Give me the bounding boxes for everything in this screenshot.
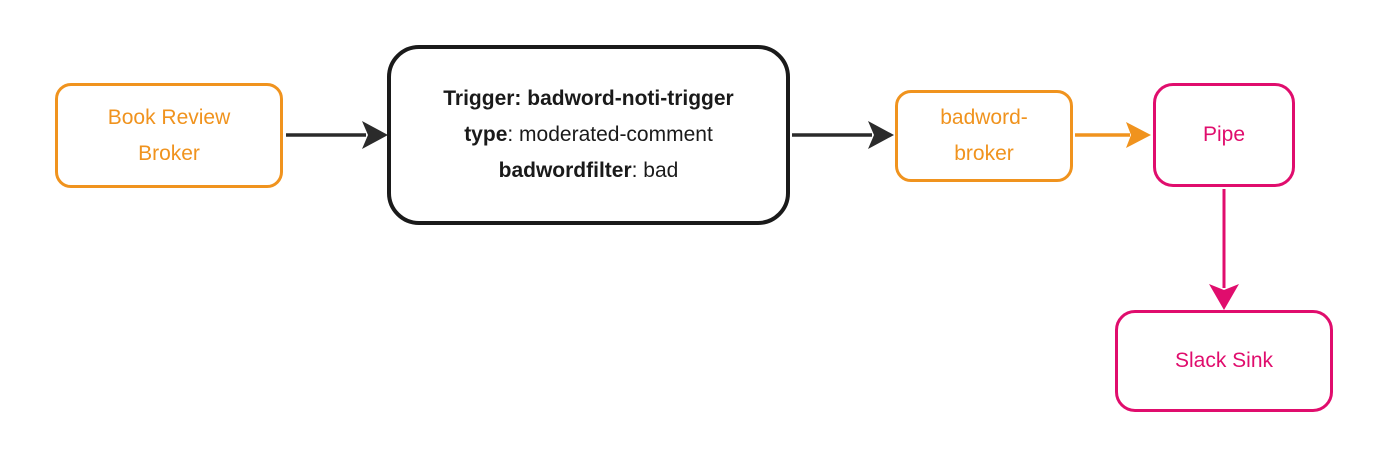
trigger-line-name: Trigger: badword-noti-trigger [443, 81, 733, 117]
trigger-line-type: type: moderated-comment [443, 117, 733, 153]
trigger-type-rest: : moderated-comment [507, 123, 713, 146]
node-badword-broker: badword- broker [895, 90, 1073, 182]
trigger-filter-rest: : bad [631, 159, 679, 182]
trigger-line-filter: badwordfilter: bad [443, 153, 733, 189]
arrow-pipe-to-slack-sink [1209, 189, 1239, 310]
node-pipe-label: Pipe [1202, 123, 1246, 147]
node-trigger-filter: Trigger: badword-noti-trigger type: mode… [387, 45, 790, 225]
node-book-review-broker-label: Book Review Broker [107, 105, 231, 165]
trigger-filter-bold: badwordfilter [498, 159, 632, 182]
node-badword-broker-label: badword- broker [940, 106, 1028, 165]
arrow-book-review-broker-to-trigger [286, 121, 388, 149]
trigger-filter-text: Trigger: badword-noti-trigger type: mode… [443, 81, 733, 189]
node-pipe: Pipe [1153, 83, 1295, 187]
node-book-review-broker: Book Review Broker [55, 83, 283, 188]
trigger-name-bold: Trigger: badword-noti-trigger [443, 87, 734, 110]
trigger-type-bold: type [464, 123, 508, 146]
arrow-trigger-to-badword-broker [792, 121, 894, 149]
arrow-badword-broker-to-pipe [1075, 122, 1151, 148]
node-slack-sink-label: Slack Sink [1174, 349, 1274, 373]
node-slack-sink: Slack Sink [1115, 310, 1333, 412]
